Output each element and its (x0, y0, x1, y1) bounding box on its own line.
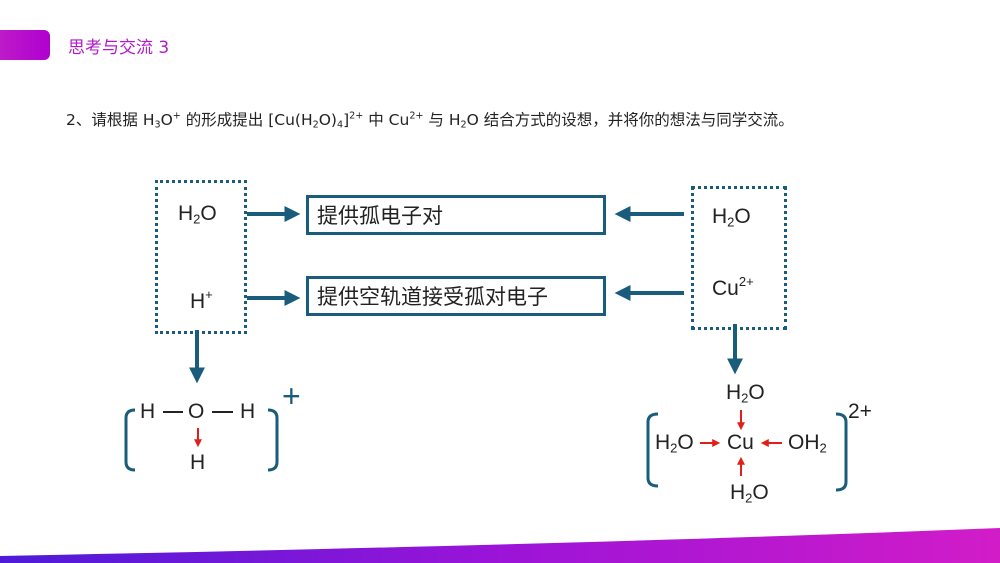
lone-pair-donor-box: 提供孤电子对 (306, 195, 606, 235)
left-reactants-box (155, 180, 247, 334)
complex-bracket-left (646, 412, 659, 488)
hydronium-h-right: H (240, 400, 256, 423)
right-reactants-box (691, 186, 787, 330)
hydronium-bracket-right (267, 408, 279, 472)
hydronium-h-bottom: H (190, 451, 206, 474)
hydronium-o: O (188, 400, 205, 423)
hydronium-h-left: H (140, 400, 156, 423)
question-text: 2、请根据 H3O+ 的形成提出 [Cu(H2O)4]2+ 中 Cu2+ 与 H… (66, 110, 794, 131)
complex-ligand-left: H2O (655, 431, 694, 456)
bottom-decorative-band (0, 528, 1000, 563)
right-cu-label: Cu2+ (712, 274, 754, 301)
complex-charge: 2+ (848, 400, 872, 423)
complex-center-cu: Cu (727, 431, 754, 454)
hydronium-bracket-left (124, 408, 136, 472)
right-h2o-label: H2O (712, 205, 751, 230)
left-hplus-label: H+ (190, 287, 213, 314)
complex-bracket-right (835, 412, 848, 492)
left-h2o-label: H2O (178, 202, 217, 227)
complex-ligand-top: H2O (726, 381, 765, 406)
header-tab-marker (0, 30, 50, 60)
empty-orbital-acceptor-box: 提供空轨道接受孤对电子 (306, 276, 606, 316)
complex-ligand-right: OH2 (788, 431, 827, 456)
hydronium-charge: + (282, 378, 301, 414)
complex-ligand-bottom: H2O (730, 481, 769, 506)
question-number: 2 (66, 111, 76, 129)
page-title: 思考与交流 3 (68, 38, 170, 58)
